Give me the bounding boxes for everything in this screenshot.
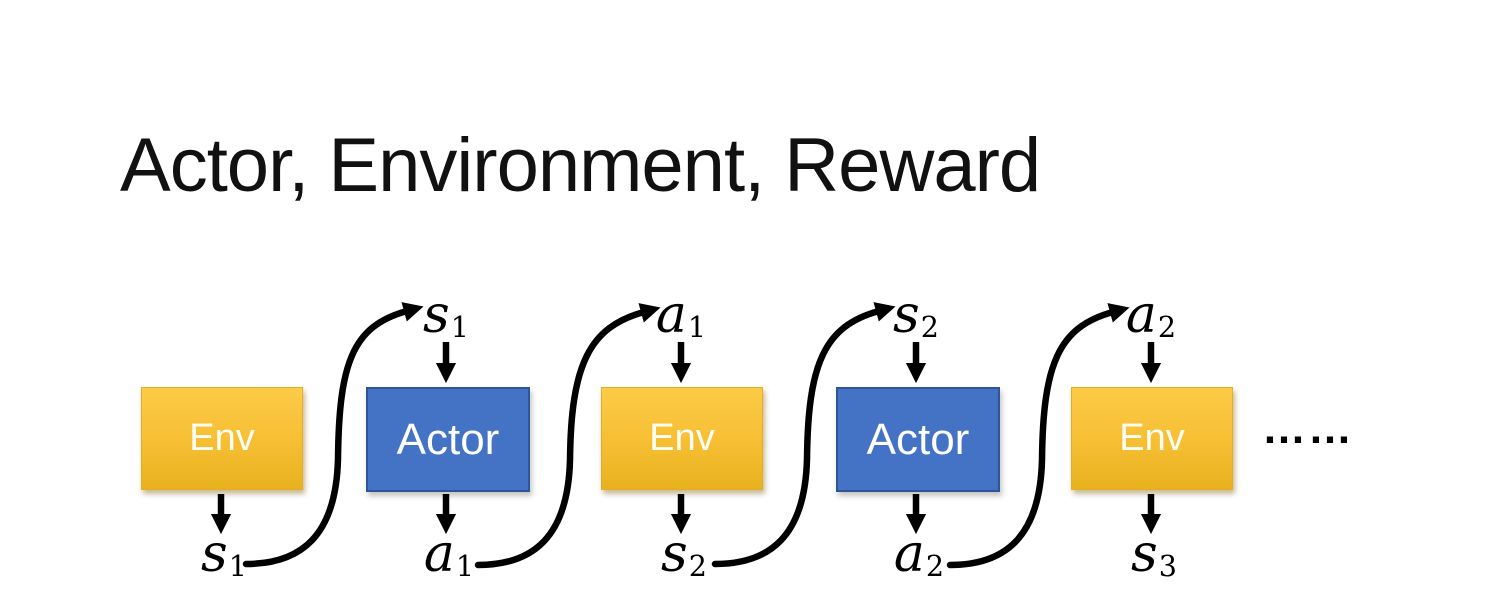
label-a1-top: a1 xyxy=(655,285,707,345)
actor-box-2-label: Actor xyxy=(866,414,970,464)
env-box-3: Env xyxy=(1071,387,1233,490)
env-box-1-label: Env xyxy=(189,417,255,459)
label-s2-top: s2 xyxy=(893,285,939,345)
label-s3-bottom: s3 xyxy=(1131,524,1177,584)
env-box-3-label: Env xyxy=(1119,417,1185,459)
actor-box-2: Actor xyxy=(836,387,1000,492)
label-s1-bottom: s1 xyxy=(201,524,247,584)
label-a2-bottom: a2 xyxy=(893,524,945,584)
label-s2-bottom: s2 xyxy=(661,524,707,584)
input-arrows xyxy=(435,342,1162,384)
continuation-ellipsis: …… xyxy=(1262,404,1354,453)
actor-box-1: Actor xyxy=(366,387,530,492)
label-a1-bottom: a1 xyxy=(423,524,475,584)
label-a2-top: a2 xyxy=(1125,285,1177,345)
label-s1-top: s1 xyxy=(423,285,469,345)
env-box-2-label: Env xyxy=(649,417,715,459)
env-box-2: Env xyxy=(601,387,763,490)
env-box-1: Env xyxy=(141,387,303,490)
output-arrows xyxy=(210,494,1162,535)
actor-box-1-label: Actor xyxy=(396,414,500,464)
slide-title: Actor, Environment, Reward xyxy=(120,123,1041,208)
